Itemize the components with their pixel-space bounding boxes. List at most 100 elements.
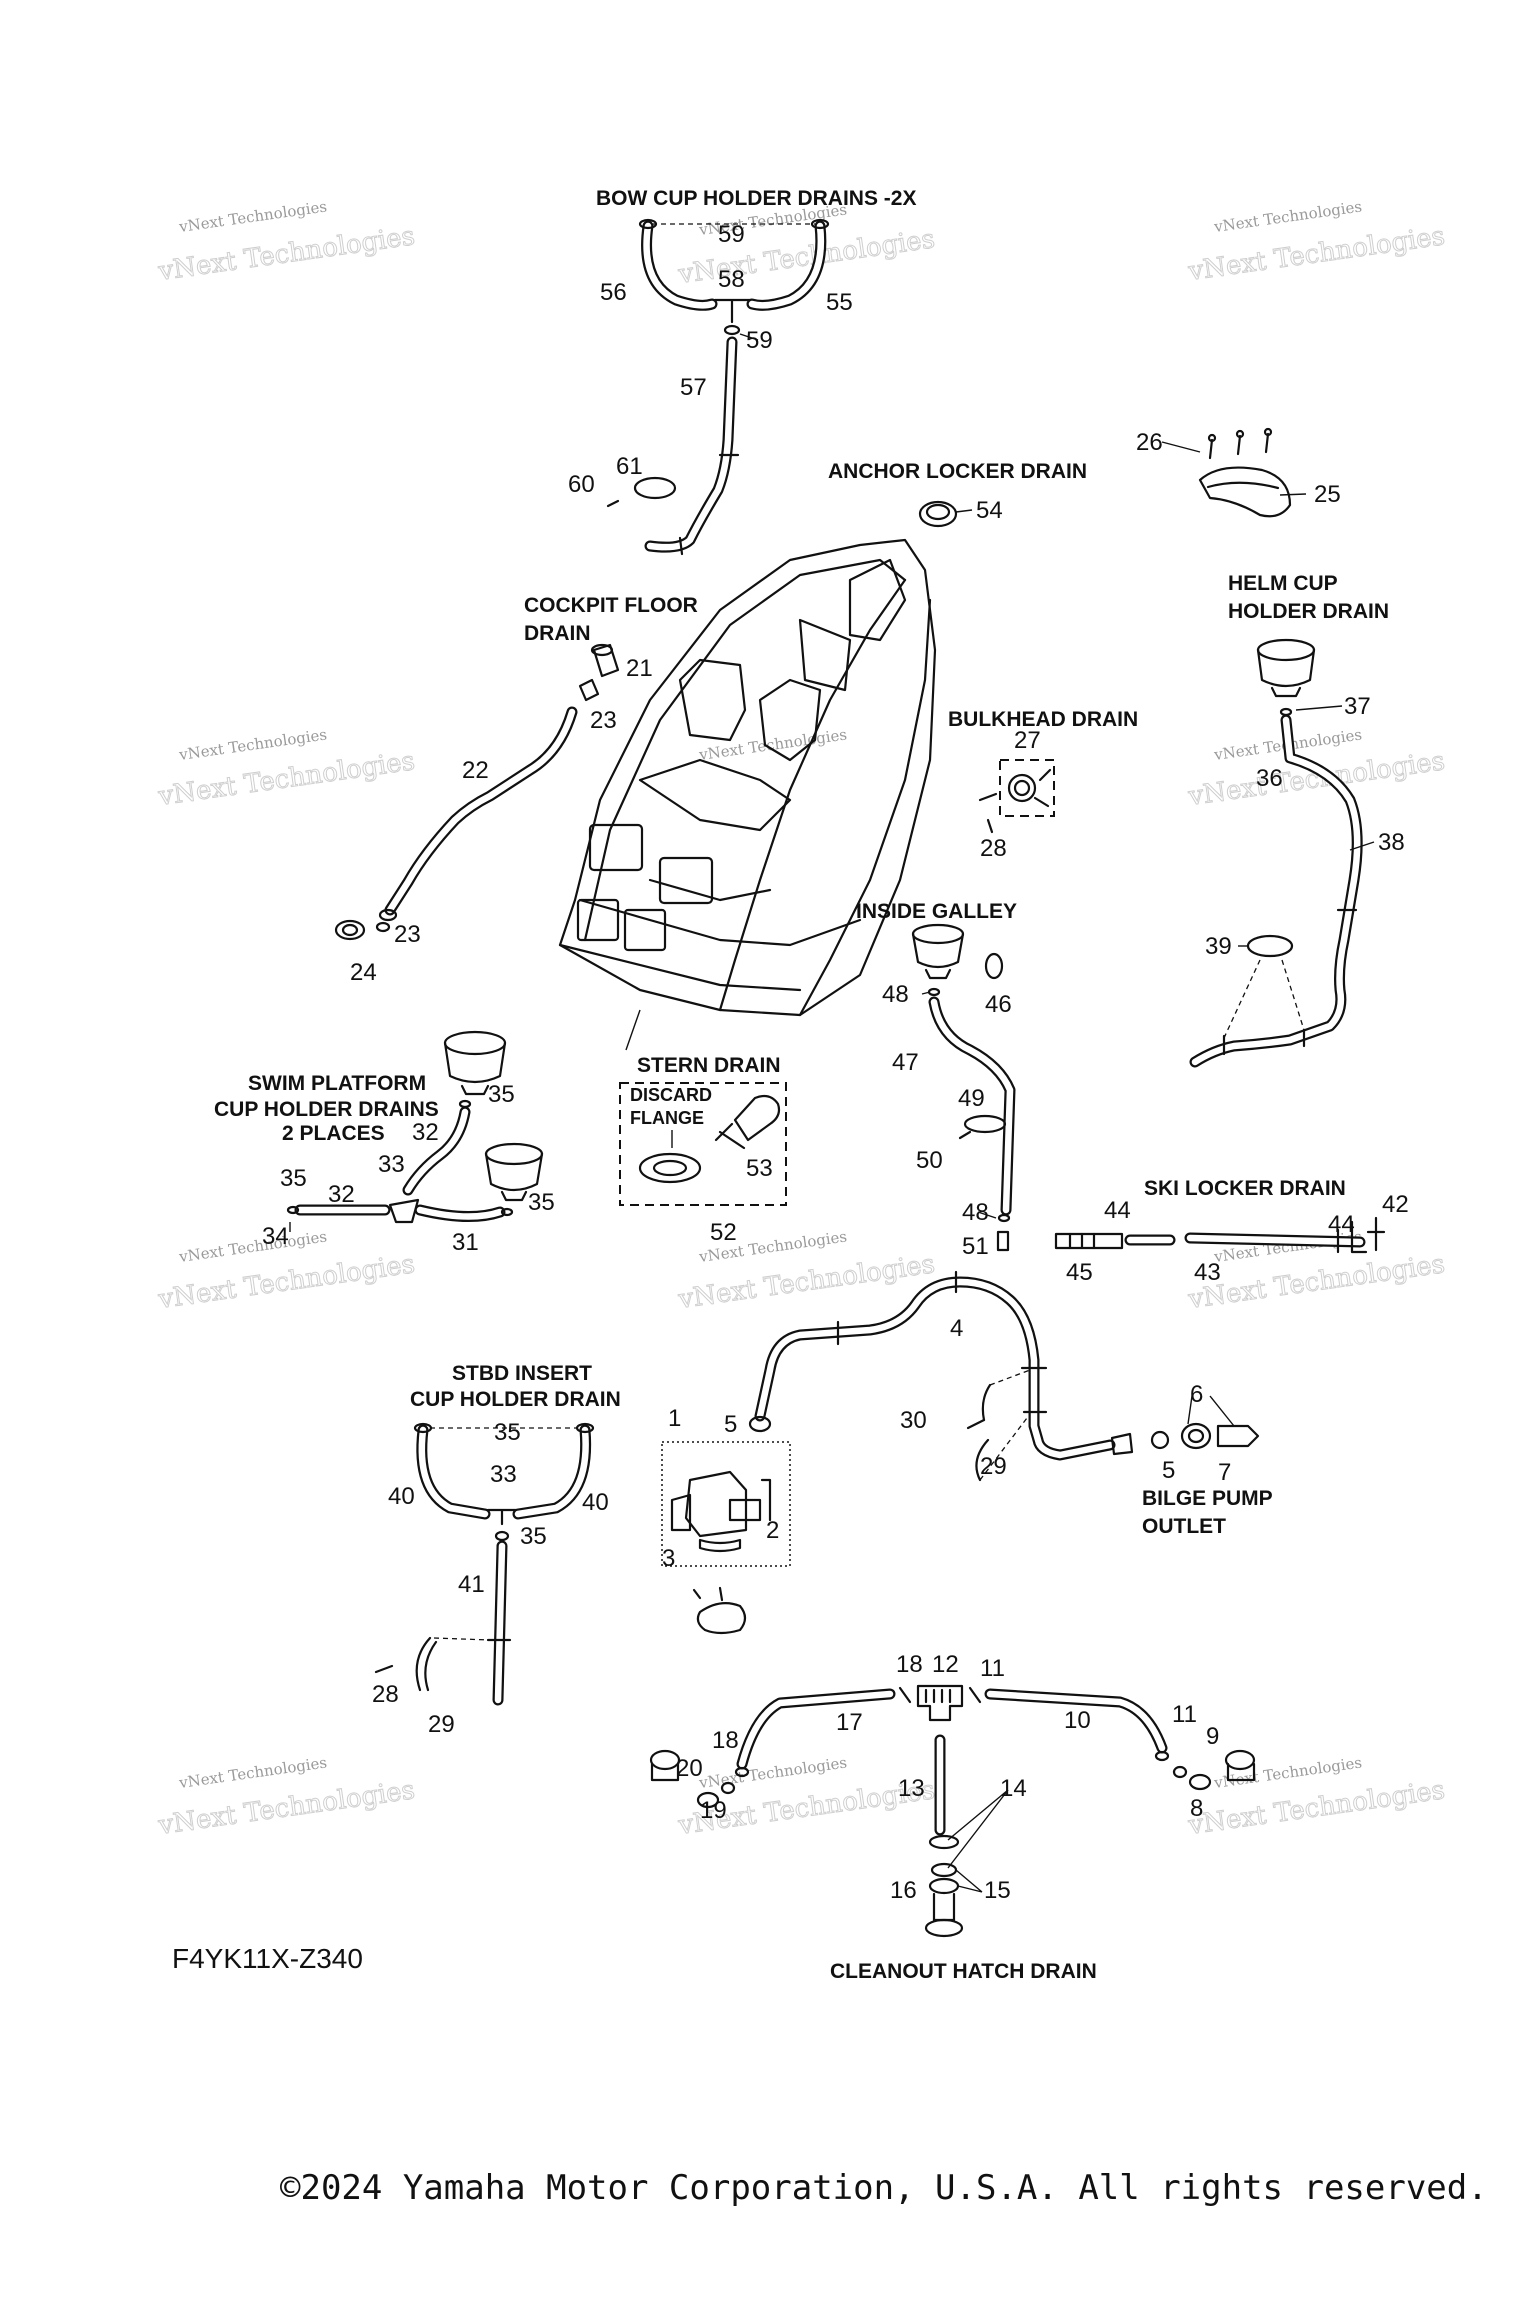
callout-16: 16 [890, 1877, 917, 1904]
callout-35: 35 [528, 1189, 555, 1216]
watermark: vNext Technologies [177, 725, 328, 764]
callout-48: 48 [882, 981, 909, 1008]
callout-18: 18 [896, 1651, 923, 1678]
callout-45: 45 [1066, 1259, 1093, 1286]
title-anchor-locker-drain: ANCHOR LOCKER DRAIN [828, 460, 1087, 483]
callout-20: 20 [676, 1755, 703, 1782]
callout-35: 35 [488, 1081, 515, 1108]
anchor-drain-fitting [918, 500, 958, 528]
callout-12: 12 [932, 1651, 959, 1678]
title-helm-cup-2: HOLDER DRAIN [1228, 600, 1389, 623]
callout-54: 54 [976, 497, 1003, 524]
callout-50: 50 [916, 1147, 943, 1174]
callout-5: 5 [724, 1411, 737, 1438]
callout-28: 28 [372, 1681, 399, 1708]
callout-40: 40 [582, 1489, 609, 1516]
watermark: vNext Technologies [1212, 1753, 1363, 1792]
callout-48: 48 [962, 1199, 989, 1226]
callout-17: 17 [836, 1709, 863, 1736]
callout-5: 5 [1162, 1457, 1175, 1484]
callout-22: 22 [462, 757, 489, 784]
callout-33: 33 [490, 1461, 517, 1488]
cleanout-hatch-assembly [649, 1684, 1256, 1938]
callout-31: 31 [452, 1229, 479, 1256]
title-helm-cup-1: HELM CUP [1228, 572, 1338, 595]
callout-labels: 59 58 56 55 59 57 60 61 54 26 25 21 23 2… [262, 221, 1409, 1904]
stbd-insert-assembly [374, 1422, 595, 1706]
callout-15: 15 [984, 1877, 1011, 1904]
callout-21: 21 [626, 655, 653, 682]
callout-33: 33 [378, 1151, 405, 1178]
callout-40: 40 [388, 1483, 415, 1510]
callout-11: 11 [980, 1655, 1005, 1682]
callout-28: 28 [980, 835, 1007, 862]
callout-19: 19 [700, 1797, 727, 1824]
callout-9: 9 [1206, 1723, 1219, 1750]
title-swim-platform-2: CUP HOLDER DRAINS [214, 1098, 439, 1121]
boat-hull [558, 538, 937, 1017]
callout-6: 6 [1190, 1381, 1203, 1408]
callout-23: 23 [394, 921, 421, 948]
callout-24: 24 [350, 959, 377, 986]
title-bilge-pump-outlet-1: BILGE PUMP [1142, 1487, 1273, 1510]
callout-32: 32 [328, 1181, 355, 1208]
helm-cup-holder-assembly [1189, 638, 1363, 1068]
callout-36: 36 [1256, 765, 1283, 792]
cockpit-floor-drain-assembly [334, 643, 620, 941]
ski-locker-assembly [1054, 1216, 1386, 1254]
swim-platform-assembly [286, 1030, 544, 1232]
callout-61: 61 [616, 453, 643, 480]
watermark: vNext Technologies [177, 197, 328, 236]
title-discard-flange-2: FLANGE [630, 1108, 704, 1128]
callout-59: 59 [746, 327, 773, 354]
callout-44: 44 [1104, 1197, 1131, 1224]
title-inside-galley: INSIDE GALLEY [856, 900, 1017, 923]
watermark: vNext Technologies [1212, 197, 1363, 236]
callout-59: 59 [718, 221, 745, 248]
watermark-group: vNext Technologies vNext Technologies vN… [155, 197, 1447, 1841]
callout-49: 49 [958, 1085, 985, 1112]
title-stern-drain: STERN DRAIN [637, 1054, 781, 1077]
bow-cup-holder-assembly [606, 218, 830, 556]
callout-25: 25 [1314, 481, 1341, 508]
title-swim-platform-3: 2 PLACES [282, 1122, 385, 1145]
callout-43: 43 [1194, 1259, 1221, 1286]
title-discard-flange-1: DISCARD [630, 1085, 712, 1105]
callout-32: 32 [412, 1119, 439, 1146]
diagram-code: F4YK11X-Z340 [172, 1943, 363, 1974]
title-cockpit-floor-drain-1: COCKPIT FLOOR [524, 594, 698, 617]
callout-39: 39 [1205, 933, 1232, 960]
callout-46: 46 [985, 991, 1012, 1018]
callout-55: 55 [826, 289, 853, 316]
callout-44: 44 [1328, 1211, 1355, 1238]
callout-1: 1 [668, 1405, 681, 1432]
watermark: vNext Technologies [177, 1753, 328, 1792]
callout-10: 10 [1064, 1707, 1091, 1734]
callout-41: 41 [458, 1571, 485, 1598]
callout-35: 35 [280, 1165, 307, 1192]
title-ski-locker-drain: SKI LOCKER DRAIN [1144, 1177, 1346, 1200]
callout-60: 60 [568, 471, 595, 498]
title-swim-platform-1: SWIM PLATFORM [248, 1072, 426, 1095]
callout-53: 53 [746, 1155, 773, 1182]
title-stbd-insert-1: STBD INSERT [452, 1362, 592, 1385]
callout-14: 14 [1000, 1775, 1027, 1802]
callout-35: 35 [494, 1419, 521, 1446]
callout-42: 42 [1382, 1191, 1409, 1218]
callout-30: 30 [900, 1407, 927, 1434]
callout-37: 37 [1344, 693, 1371, 720]
callout-18: 18 [712, 1727, 739, 1754]
inside-galley-assembly [911, 923, 1016, 1252]
title-cockpit-floor-drain-2: DRAIN [524, 622, 591, 645]
callout-29: 29 [980, 1453, 1007, 1480]
bilge-pump-assembly [661, 1441, 791, 1635]
bilge-pump-hose-assembly [748, 1270, 1260, 1482]
callout-27: 27 [1014, 727, 1041, 754]
callout-leaders [739, 333, 1375, 1893]
callout-52: 52 [710, 1219, 737, 1246]
title-stbd-insert-2: CUP HOLDER DRAIN [410, 1388, 621, 1411]
callout-13: 13 [898, 1775, 925, 1802]
callout-8: 8 [1190, 1795, 1203, 1822]
callout-23: 23 [590, 707, 617, 734]
